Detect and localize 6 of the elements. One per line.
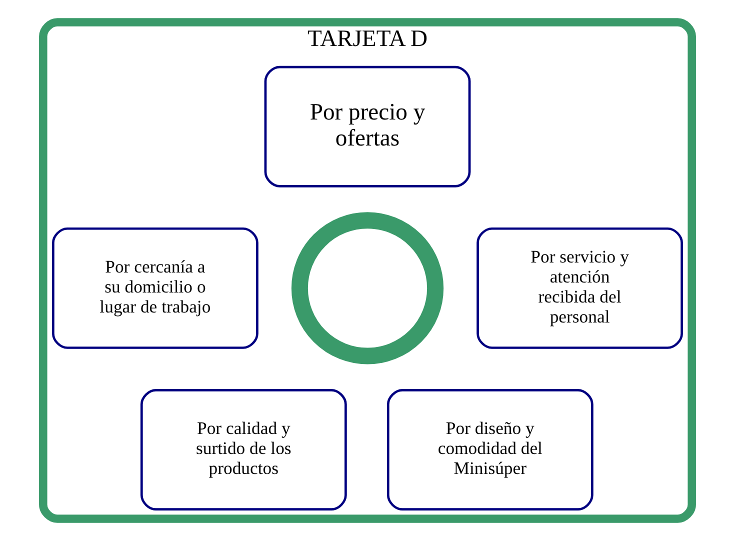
node-circle bbox=[290, 212, 444, 364]
node-box: Por cercanía a su domicilio o lugar de trabajo bbox=[52, 227, 258, 349]
node-box: Por servicio y atención recibida del personal bbox=[476, 227, 682, 349]
node-box: Por calidad y surtido de los productos bbox=[140, 389, 346, 511]
node-box: Por precio y ofertas bbox=[264, 66, 470, 188]
node-box: Por diseño y comodidad del Minisúper bbox=[386, 389, 593, 511]
